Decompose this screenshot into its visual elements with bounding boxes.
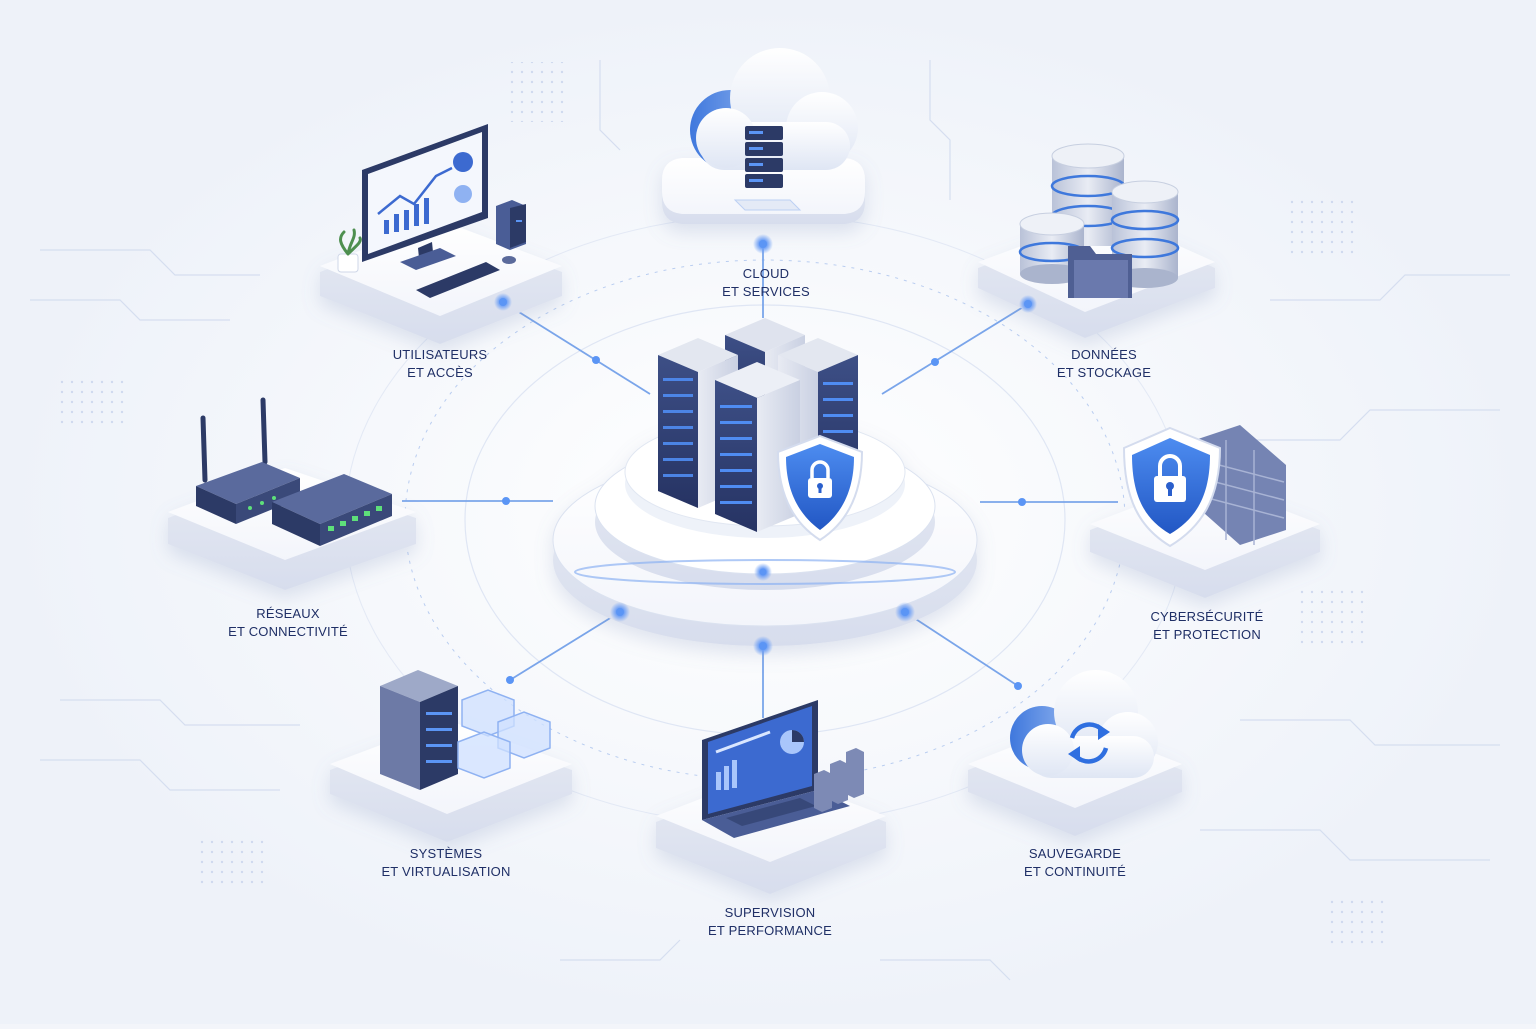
glow-dot — [895, 602, 915, 622]
node-cloud[interactable] — [662, 48, 865, 224]
cloud-sync-icon — [1010, 670, 1158, 778]
decorative-dot-grids — [60, 62, 1390, 945]
line-systems — [509, 611, 621, 681]
line-backup — [904, 611, 1019, 687]
label-line2: ET CONNECTIVITÉ — [228, 624, 348, 639]
node-backup[interactable] — [968, 670, 1182, 836]
glow-dot — [753, 234, 773, 254]
label-backup: SAUVEGARDE ET CONTINUITÉ — [955, 845, 1195, 881]
label-line1: CLOUD — [742, 266, 790, 281]
node-security[interactable] — [1090, 425, 1320, 598]
laptop-dashboard-icon — [702, 700, 864, 838]
server-virtual-cubes-icon — [380, 670, 551, 790]
database-folder-icon — [1018, 143, 1180, 298]
shield-firewall-icon — [1122, 425, 1286, 548]
label-line2: ET PERFORMANCE — [708, 923, 832, 938]
connection-lines — [402, 244, 1118, 718]
glow-dot — [1019, 295, 1037, 313]
cloud-server-icon — [690, 48, 858, 211]
shield-lock-icon — [776, 434, 864, 542]
line-users — [502, 301, 651, 395]
glow-dot — [1014, 682, 1022, 690]
line-data — [881, 303, 1029, 395]
glow-dot — [754, 563, 772, 581]
label-systems: SYSTÈMES ET VIRTUALISATION — [326, 845, 566, 881]
circuit-traces — [30, 60, 1510, 981]
label-data: DONNÉES ET STOCKAGE — [984, 346, 1224, 382]
label-line2: ET ACCÈS — [407, 365, 473, 380]
node-monitoring[interactable] — [656, 700, 886, 894]
glow-dot — [753, 636, 773, 656]
label-cloud: CLOUD ET SERVICES — [646, 265, 886, 301]
router-switch-icon — [196, 397, 392, 546]
label-line1: UTILISATEURS — [392, 347, 488, 362]
node-users[interactable] — [320, 124, 562, 344]
node-systems[interactable] — [330, 670, 572, 842]
connection-dots — [494, 234, 1037, 690]
node-data[interactable] — [978, 143, 1215, 338]
label-line2: ET STOCKAGE — [1056, 365, 1152, 380]
label-line1: RÉSEAUX — [256, 606, 320, 621]
desktop-workstation-icon — [337, 124, 526, 298]
label-line2: ET CONTINUITÉ — [1023, 864, 1127, 879]
glow-dot — [502, 497, 510, 505]
label-line2: ET VIRTUALISATION — [381, 864, 511, 879]
label-monitoring: SUPERVISION ET PERFORMANCE — [650, 904, 890, 940]
label-line1: SAUVEGARDE — [1028, 846, 1122, 861]
node-network[interactable] — [168, 397, 416, 590]
label-network: RÉSEAUX ET CONNECTIVITÉ — [168, 605, 408, 641]
glow-dot — [1018, 498, 1026, 506]
central-hub — [552, 318, 978, 646]
label-line1: DONNÉES — [1071, 347, 1137, 362]
label-users: UTILISATEURS ET ACCÈS — [320, 346, 560, 382]
label-line2: ET SERVICES — [722, 284, 810, 299]
label-line2: ET PROTECTION — [1153, 627, 1261, 642]
label-line1: SUPERVISION — [724, 905, 816, 920]
glow-dot — [610, 602, 630, 622]
glow-dot — [494, 293, 512, 311]
label-line1: SYSTÈMES — [409, 846, 483, 861]
glow-dot — [931, 358, 939, 366]
label-line1: CYBERSÉCURITÉ — [1150, 609, 1264, 624]
label-security: CYBERSÉCURITÉ ET PROTECTION — [1087, 608, 1327, 644]
glow-dot — [592, 356, 600, 364]
glow-dot — [506, 676, 514, 684]
